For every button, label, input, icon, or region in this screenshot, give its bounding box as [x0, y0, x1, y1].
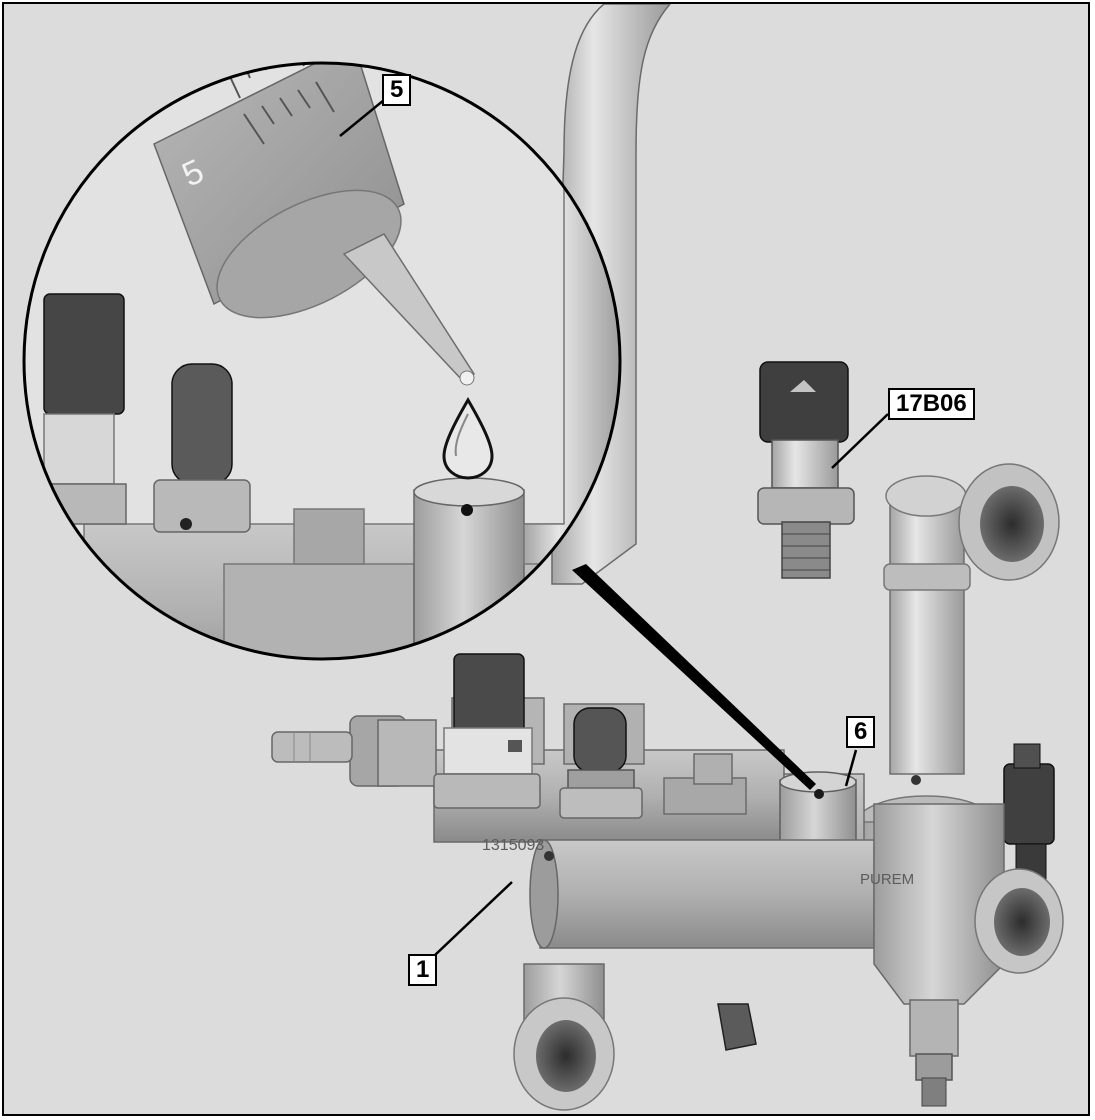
magnified-detail: 5 — [22, 61, 622, 661]
assembly-illustration: 1315093 PUREM — [22, 4, 1064, 1111]
pressure-sensor-left — [433, 653, 541, 809]
magnifier-ring — [22, 61, 622, 661]
pipe-top-port — [958, 463, 1060, 581]
pipe-right-port — [974, 868, 1064, 974]
leader-sensor — [831, 413, 889, 469]
dosing-module-housing: 1315093 PUREM — [271, 463, 1064, 1111]
housing-mark-text: PUREM — [860, 871, 914, 888]
pipe-bottom-port — [513, 963, 615, 1111]
callout-17b06: 17B06 — [888, 388, 975, 420]
leader-syringe — [339, 99, 385, 137]
fluid-drop — [442, 397, 494, 480]
callout-5: 5 — [382, 74, 412, 106]
syringe: 5 — [153, 63, 476, 386]
pressure-sensor-17b06 — [757, 361, 855, 579]
housing-number-text: 1315093 — [482, 837, 544, 854]
leader-inspection-point — [844, 749, 858, 787]
temperature-sensor — [559, 707, 643, 819]
callout-1: 1 — [408, 954, 438, 986]
leader-housing — [433, 881, 513, 957]
callout-6: 6 — [846, 716, 876, 748]
magnifier-leader — [572, 564, 816, 790]
side-plug — [1003, 743, 1055, 885]
left-fitting — [271, 715, 437, 787]
